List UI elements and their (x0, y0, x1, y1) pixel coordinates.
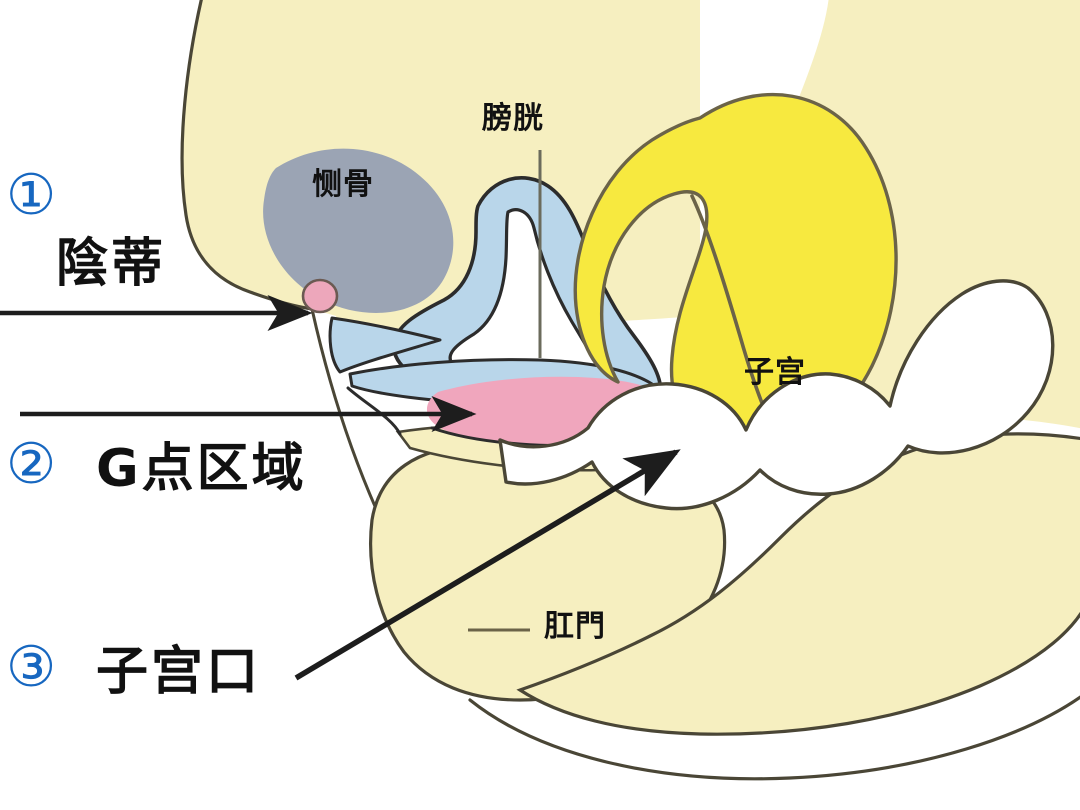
clitoris-group (301, 278, 339, 314)
anatomy-label-uterus: 子宫 (744, 355, 806, 390)
callout-number-2: ② (6, 432, 57, 497)
buttock-mass (516, 432, 1080, 736)
pubic-bone (263, 148, 454, 313)
callout-number-3: ③ (6, 635, 57, 700)
vaginal-canal-lower-edge (346, 386, 402, 436)
callout-number-1: ① (6, 163, 57, 228)
callout-label-clitoris: 陰蒂 (56, 234, 167, 294)
callout-label-cervix: 子宫口 (96, 642, 262, 702)
pubic-bone-group (263, 148, 454, 313)
anatomy-label-bladder: 膀胱 (482, 101, 544, 136)
callout-label-gspot: G点区域 (96, 439, 307, 499)
anatomy-label-pubic-bone: 恻骨 (312, 167, 374, 202)
perineum-front (312, 309, 470, 660)
arrow-3-cervix (294, 449, 681, 681)
callout-arrows (0, 295, 681, 681)
buttock-lower-edge (468, 695, 1080, 781)
uterus-group (573, 92, 898, 456)
urethra-tube (328, 316, 442, 374)
clitoris (301, 278, 339, 314)
anatomy-label-anus: 肛門 (544, 609, 606, 644)
